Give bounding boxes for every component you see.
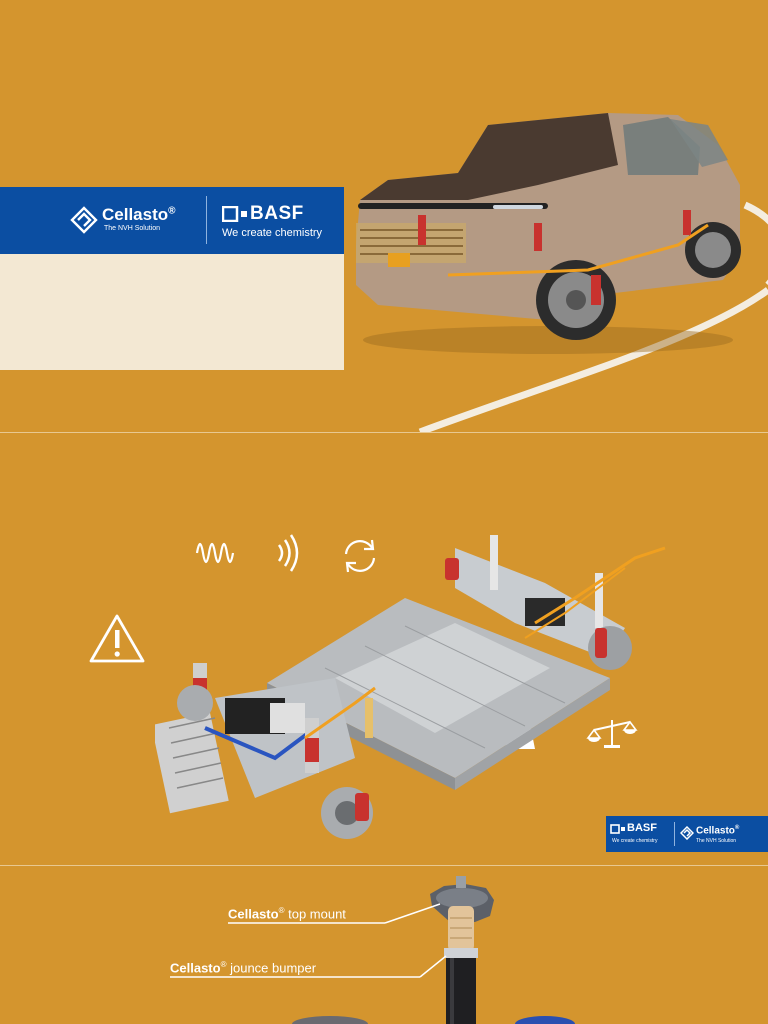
- section-divider: [0, 865, 768, 866]
- badge-basf-brand: BASF: [627, 822, 657, 834]
- badge-cellasto-tagline: The NVH Solution: [696, 838, 737, 844]
- rotation-icon: [344, 539, 376, 573]
- badge-cellasto-brand: Cellasto®: [696, 825, 740, 837]
- badge-separator: [674, 822, 675, 846]
- basf-mark-icon: [610, 824, 625, 834]
- brand-badge: BASF We create chemistry Cellasto® The N…: [606, 816, 768, 852]
- cellasto-tagline: The NVH Solution: [104, 225, 161, 232]
- chassis-section: BASF We create chemistry Cellasto® The N…: [0, 433, 768, 865]
- cellasto-logo: Cellasto® The NVH Solution: [70, 205, 200, 237]
- wheel-fragments: [292, 1016, 575, 1024]
- suv-illustration: [356, 113, 741, 354]
- hero-section: Cellasto® The NVH Solution BASF We creat…: [0, 0, 768, 432]
- brand-band: [0, 187, 344, 254]
- cellasto-mark-icon: [70, 206, 98, 234]
- vibration-icon: [195, 542, 235, 564]
- basf-logo: BASF We create chemistry: [222, 203, 332, 243]
- callout-leaders: [170, 903, 447, 978]
- badge-basf-tagline: We create chemistry: [612, 838, 658, 844]
- warning-icon: [89, 614, 145, 663]
- cream-panel: [0, 254, 344, 370]
- strut-illustration: [430, 876, 494, 1024]
- strut-section: Cellasto® top mount Cellasto® jounce bum…: [0, 866, 768, 1024]
- cellasto-mark-icon: [680, 826, 694, 840]
- basf-mark-icon: [222, 206, 247, 222]
- balance-scale-icon: [586, 720, 638, 748]
- ev-chassis-illustration: [155, 535, 666, 839]
- sound-wave-icon: [277, 534, 299, 572]
- basf-brand: BASF: [250, 203, 304, 224]
- basf-tagline: We create chemistry: [222, 227, 323, 239]
- callout-jounce-bumper: Cellasto® jounce bumper: [170, 960, 317, 976]
- road-curve: [418, 201, 768, 432]
- brand-separator: [206, 196, 207, 244]
- callout-top-mount: Cellasto® top mount: [228, 906, 346, 922]
- cellasto-brand: Cellasto®: [102, 205, 176, 224]
- section-divider: [0, 432, 768, 433]
